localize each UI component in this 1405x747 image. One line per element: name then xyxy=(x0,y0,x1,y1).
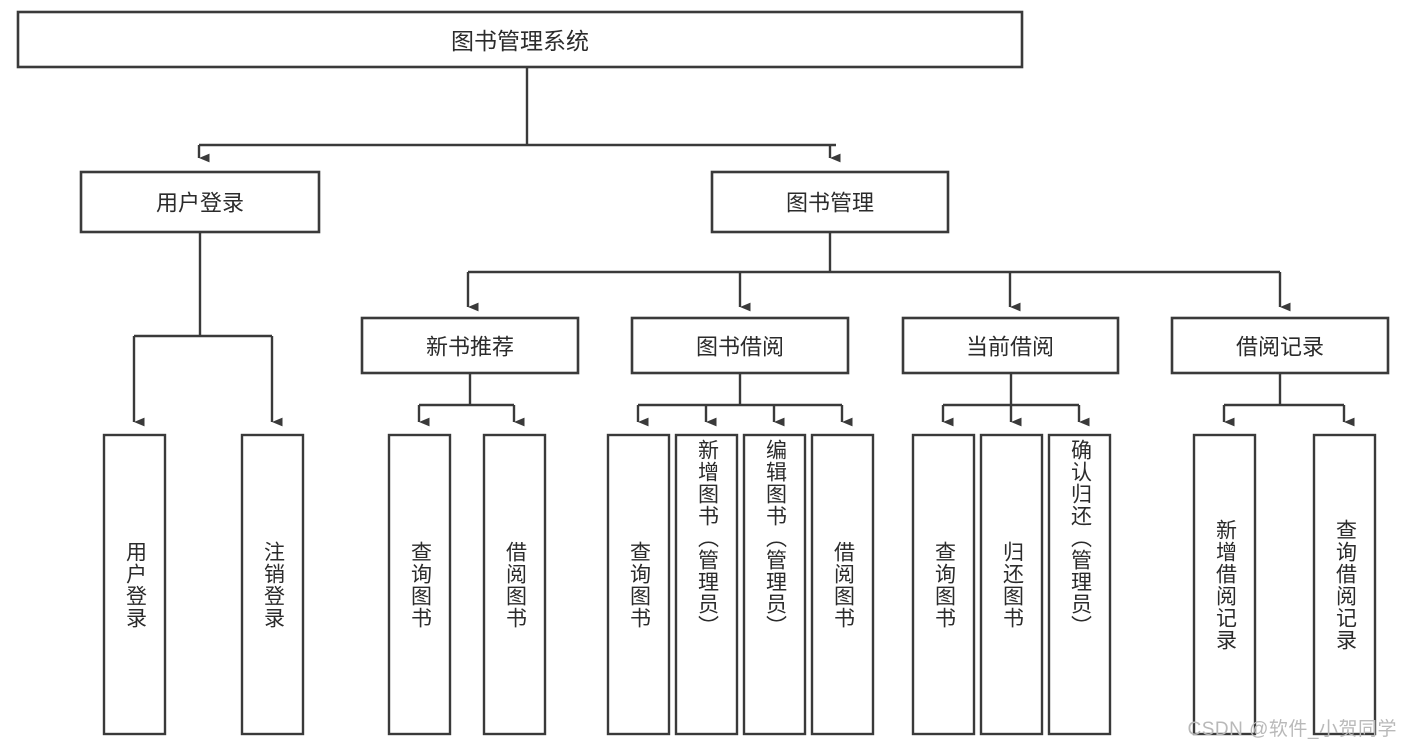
leaf-box-edit-book-admin[interactable] xyxy=(742,433,807,736)
leaf-label-add-borrow-record: 新增借阅记录 xyxy=(1213,518,1237,651)
leaf-box-query-borrow-record[interactable] xyxy=(1312,433,1377,736)
leaf-label-wrap-query-borrow-record: 查询借阅记录 xyxy=(1314,435,1375,734)
leaf-box-add-borrow-record[interactable] xyxy=(1192,433,1257,736)
leaf-label-logout-login: 注销登录 xyxy=(261,540,285,629)
leaf-label-edit-book-admin: 编辑图书（管理员） xyxy=(763,439,787,637)
node-new-book-recommend-box[interactable] xyxy=(360,316,580,375)
leaf-box-logout-login[interactable] xyxy=(240,433,305,736)
node-root-box[interactable] xyxy=(16,10,1024,69)
node-book-borrow-label: 图书借阅 xyxy=(696,335,784,360)
leaf-box-confirm-return-admin[interactable] xyxy=(1047,433,1112,736)
leaf-box-query-book-3[interactable] xyxy=(911,433,976,736)
node-borrow-record-label: 借阅记录 xyxy=(1236,335,1324,360)
leaf-label-query-book-1: 查询图书 xyxy=(408,540,432,629)
csdn-watermark: CSDN @软件_小贺同学 xyxy=(1187,719,1397,740)
leaf-label-query-book-3: 查询图书 xyxy=(932,540,956,629)
leaf-box-query-book-1[interactable] xyxy=(387,433,452,736)
leaf-box-user-login[interactable] xyxy=(102,433,167,736)
leaf-label-user-login: 用户登录 xyxy=(123,540,147,629)
leaf-label-wrap-logout-login: 注销登录 xyxy=(242,435,303,734)
leaf-label-wrap-query-book-2: 查询图书 xyxy=(608,435,669,734)
node-book-borrow-box[interactable] xyxy=(630,316,850,375)
leaf-label-confirm-return-admin: 确认归还（管理员） xyxy=(1068,439,1092,637)
node-root-label: 图书管理系统 xyxy=(451,28,589,54)
leaf-label-wrap-return-book: 归还图书 xyxy=(981,435,1042,734)
leaf-label-wrap-edit-book-admin: 编辑图书（管理员） xyxy=(744,435,805,734)
node-current-borrow-box[interactable] xyxy=(901,316,1120,375)
leaf-box-borrow-book-1[interactable] xyxy=(482,433,547,736)
leaf-label-wrap-borrow-book-2: 借阅图书 xyxy=(812,435,873,734)
leaf-box-query-book-2[interactable] xyxy=(606,433,671,736)
leaf-label-wrap-confirm-return-admin: 确认归还（管理员） xyxy=(1049,435,1110,734)
leaf-label-borrow-book-2: 借阅图书 xyxy=(831,540,855,629)
node-new-book-recommend-label: 新书推荐 xyxy=(426,335,514,360)
leaf-label-wrap-add-book-admin: 新增图书（管理员） xyxy=(676,435,737,734)
leaf-box-add-book-admin[interactable] xyxy=(674,433,739,736)
leaf-label-return-book: 归还图书 xyxy=(1000,540,1024,629)
leaf-label-query-borrow-record: 查询借阅记录 xyxy=(1333,518,1357,651)
node-book-manage-label: 图书管理 xyxy=(786,191,874,216)
leaf-box-borrow-book-2[interactable] xyxy=(810,433,875,736)
leaf-label-add-book-admin: 新增图书（管理员） xyxy=(695,439,719,637)
node-current-borrow-label: 当前借阅 xyxy=(966,335,1054,360)
leaf-label-wrap-query-book-1: 查询图书 xyxy=(389,435,450,734)
leaf-label-wrap-query-book-3: 查询图书 xyxy=(913,435,974,734)
leaf-label-wrap-add-borrow-record: 新增借阅记录 xyxy=(1194,435,1255,734)
node-book-manage-box[interactable] xyxy=(710,170,950,234)
leaf-label-borrow-book-1: 借阅图书 xyxy=(503,540,527,629)
node-user-login-label: 用户登录 xyxy=(156,191,244,216)
node-borrow-record-box[interactable] xyxy=(1170,316,1390,375)
leaf-box-return-book[interactable] xyxy=(979,433,1044,736)
leaf-label-wrap-borrow-book-1: 借阅图书 xyxy=(484,435,545,734)
leaf-label-query-book-2: 查询图书 xyxy=(627,540,651,629)
leaf-label-wrap-user-login: 用户登录 xyxy=(104,435,165,734)
